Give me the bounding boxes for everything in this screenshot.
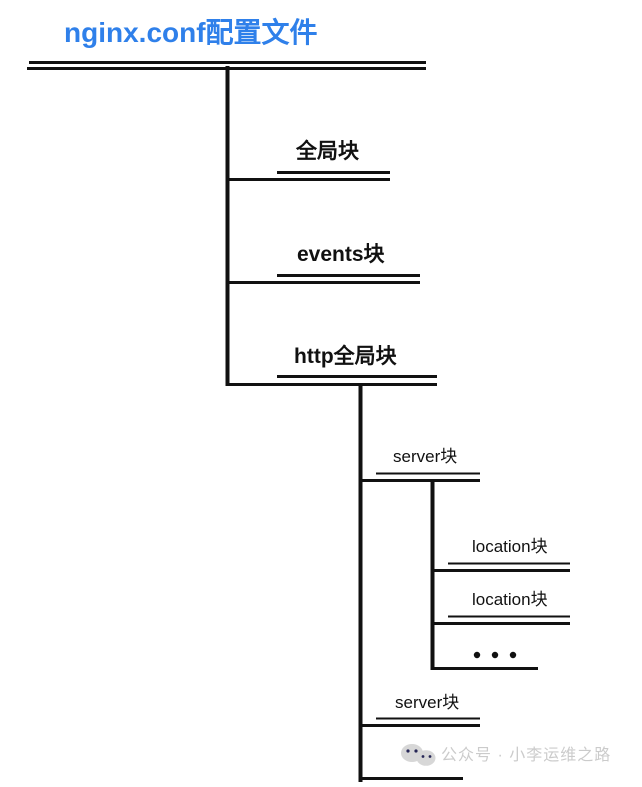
node-label-location-block-2: location块: [472, 590, 548, 609]
node-location-block-2: location块: [432, 590, 570, 625]
node-label-http-global-block: http全局块: [294, 344, 398, 368]
page-title: nginx.conf配置文件: [64, 16, 318, 48]
node-server-block-1: server块: [360, 447, 480, 482]
ellipsis-dots-icon: [473, 651, 517, 659]
wechat-icon: [401, 744, 436, 766]
node-label-server-block-1: server块: [393, 447, 457, 466]
node-http-global-block: http全局块: [227, 344, 437, 386]
node-ellipsis: 。。。: [432, 651, 538, 670]
node-location-block-1: location块: [432, 537, 570, 572]
node-label-global-block: 全局块: [295, 139, 360, 163]
watermark: 公众号 · 小李运维之路: [401, 744, 611, 766]
watermark-label: 公众号 · 小李运维之路: [441, 746, 611, 764]
node-label-server-block-2: server块: [395, 693, 459, 712]
node-server-block-2: server块: [360, 693, 480, 727]
node-label-location-block-1: location块: [472, 537, 548, 556]
node-label-events-block: events块: [297, 243, 386, 266]
node-global-block: 全局块: [227, 139, 390, 181]
node-events-block: events块: [227, 243, 420, 284]
